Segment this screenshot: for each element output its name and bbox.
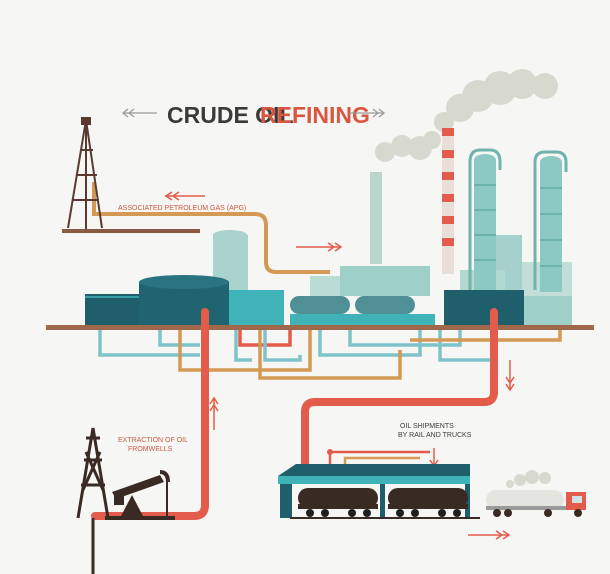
title-right-arrows-icon [350, 108, 386, 118]
flow-arrow-right-icon [296, 242, 343, 252]
refinery-background [213, 172, 572, 300]
extraction-label-line2: FROMWELLS [128, 446, 173, 453]
tanker-truck-icon [486, 490, 586, 517]
crude-oil-pipe [91, 308, 209, 520]
shipments-label-line1: OIL SHIPMENTS [400, 423, 454, 430]
apg-arrows-icon [164, 191, 205, 201]
ground-line [46, 325, 594, 330]
rail-tank-car-2 [388, 488, 468, 517]
truck-exhaust-icon [506, 470, 551, 488]
title-part2: REFINING [260, 102, 370, 128]
oil-derrick-icon [76, 427, 110, 574]
column-pipes [468, 148, 568, 290]
shipments-label-line2: BY RAIL AND TRUCKS [398, 432, 472, 439]
shipments-arrow-down-icon [429, 448, 439, 468]
smoke-cloud-icon [375, 69, 558, 162]
process-units [85, 275, 572, 326]
title-left-arrows-icon [121, 108, 157, 118]
apg-label: ASSOCIATED PETROLEUM GAS (APG) [118, 205, 246, 212]
distillation-column-2 [540, 156, 562, 292]
flow-arrow-down-icon [505, 360, 515, 392]
underground-pipes [98, 330, 562, 380]
title-part1: CRUDE OIL [167, 102, 294, 128]
bottom-arrows-icon [468, 530, 511, 540]
smokestack [442, 128, 454, 274]
pumpjack-icon [105, 470, 175, 520]
distillation-column-1 [474, 154, 496, 290]
product-pipe [301, 308, 498, 480]
apg-pipe [92, 182, 330, 274]
loading-terminal [278, 464, 470, 518]
rail-tank-car-1 [298, 488, 378, 517]
title-group: CRUDE OIL REFINING [121, 102, 386, 128]
loading-pipes [327, 449, 430, 464]
flow-arrow-up-icon [209, 396, 219, 430]
gas-derrick-icon [67, 117, 103, 230]
extraction-label-line1: EXTRACTION OF OIL [118, 437, 188, 444]
